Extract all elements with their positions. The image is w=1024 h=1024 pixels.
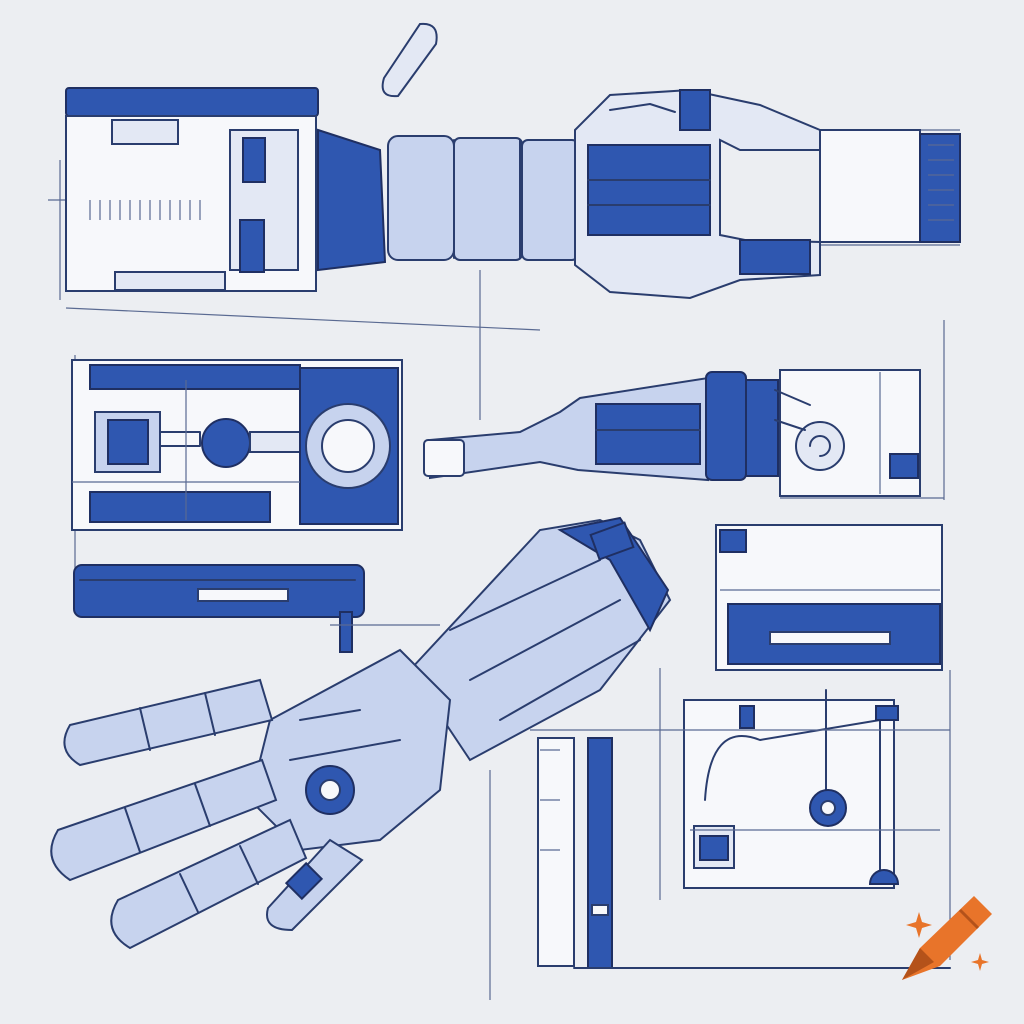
robotic-hand (50, 516, 672, 950)
vertical-column (489, 729, 951, 1000)
forearm-assembly-top (48, 22, 961, 420)
finger-index (63, 678, 274, 767)
finger-ring (110, 818, 308, 950)
joint-cross-section (71, 355, 403, 580)
wrist-module (423, 320, 945, 500)
finger-middle (50, 758, 278, 882)
mounting-plate (73, 564, 440, 653)
base-housing-lower (659, 668, 951, 960)
base-housing-upper (715, 524, 943, 671)
finger-thumb (266, 838, 364, 932)
crayon-icon (902, 896, 992, 980)
